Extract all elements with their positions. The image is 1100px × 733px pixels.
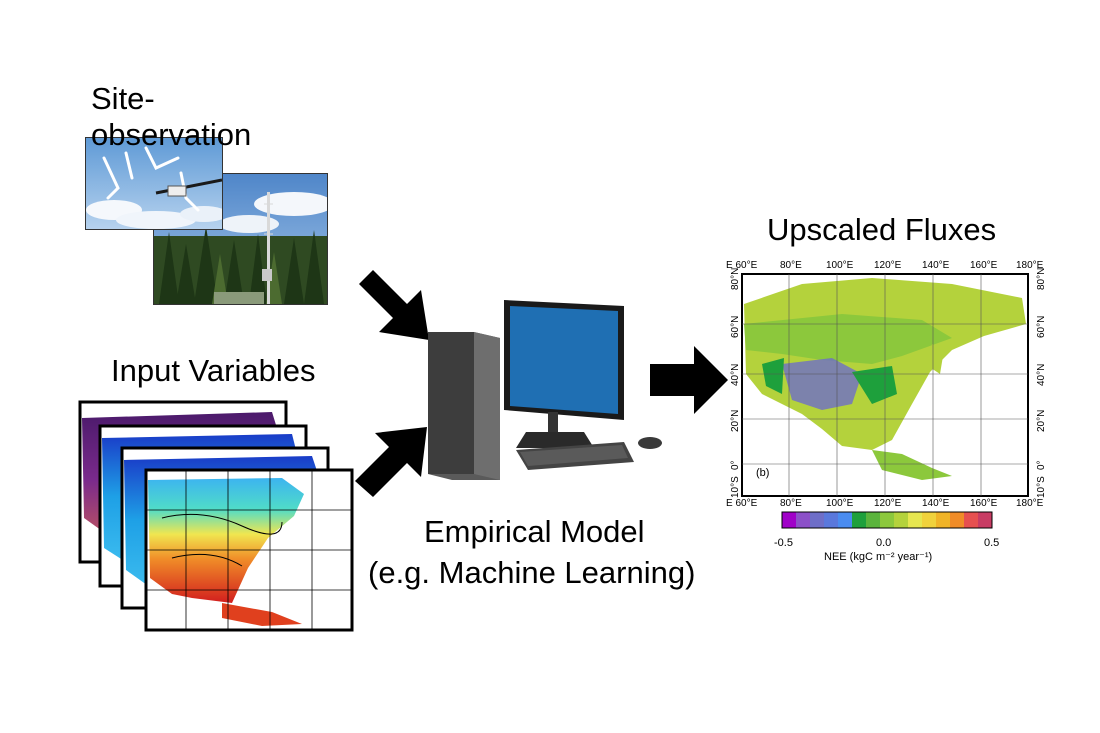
lat-tick: 20°N [1036, 410, 1047, 432]
colorbar-swatch [978, 512, 993, 528]
colorbar-swatch [964, 512, 979, 528]
lon-tick: 180°E [1016, 498, 1044, 509]
upscaled-fluxes-label: Upscaled Fluxes [767, 212, 997, 247]
lon-tick: 80°E [780, 260, 802, 271]
colorbar-swatch [922, 512, 937, 528]
colorbar-swatch [852, 512, 867, 528]
colorbar-swatch [782, 512, 797, 528]
colorbar-border [781, 511, 993, 529]
colorbar-swatch [838, 512, 853, 528]
lon-ticks-bottom: E 60°E 80°E 100°E 120°E 140°E 160°E 180°… [726, 498, 1044, 509]
arrow-site-to-model [355, 270, 429, 340]
lat-tick: 20°N [730, 410, 741, 432]
lat-ticks-right: 80°N 60°N 40°N 20°N 0° 10°S [1036, 268, 1047, 498]
computer-icon [428, 300, 662, 480]
lat-tick: 80°N [1036, 268, 1047, 290]
upscaled-flux-map: (b) E 60°E 80°E 100°E 120°E 140°E 160°E … [726, 260, 1047, 563]
lat-tick: 10°S [1036, 476, 1047, 498]
site-observation-label-line1: Site- [91, 81, 155, 116]
colorbar-mid-label: 0.0 [876, 537, 891, 549]
arrow-model-to-output [650, 346, 728, 414]
lon-tick: E 60°E [726, 498, 758, 509]
lon-tick: E 60°E [726, 260, 758, 271]
lon-tick: 80°E [780, 498, 802, 509]
lat-tick: 60°N [730, 316, 741, 338]
lon-tick: 120°E [874, 260, 902, 271]
colorbar-swatch [824, 512, 839, 528]
lat-tick: 60°N [1036, 316, 1047, 338]
lon-tick: 120°E [874, 498, 902, 509]
colorbar-swatch [936, 512, 951, 528]
colorbar-swatch [880, 512, 895, 528]
colorbar-swatch [810, 512, 825, 528]
colorbar-max-label: 0.5 [984, 537, 999, 549]
lon-tick: 100°E [826, 498, 854, 509]
colorbar-title: NEE (kgC m⁻² year⁻¹) [824, 551, 932, 563]
anemometer-photo [85, 137, 223, 230]
panel-tag: (b) [756, 467, 769, 479]
input-variables-label: Input Variables [111, 353, 316, 388]
lat-tick: 80°N [730, 268, 741, 290]
lat-tick: 0° [1036, 460, 1047, 470]
lat-tick: 40°N [730, 364, 741, 386]
colorbar-swatch [894, 512, 909, 528]
lon-tick: 180°E [1016, 260, 1044, 271]
site-observation-label-line2: observation [91, 117, 252, 152]
lat-tick: 10°S [730, 476, 741, 498]
colorbar-swatch [866, 512, 881, 528]
lon-tick: 140°E [922, 498, 950, 509]
colorbar-swatch [908, 512, 923, 528]
lat-tick: 0° [730, 460, 741, 470]
colorbar-swatch [796, 512, 811, 528]
lat-tick: 40°N [1036, 364, 1047, 386]
colorbar-min-label: -0.5 [774, 537, 793, 549]
lon-ticks-top: E 60°E 80°E 100°E 120°E 140°E 160°E 180°… [726, 260, 1044, 271]
lon-tick: 100°E [826, 260, 854, 271]
colorbar-swatch [950, 512, 965, 528]
model-label-line1: Empirical Model [424, 514, 645, 549]
input-variable-maps-stack [78, 400, 354, 632]
lat-ticks-left: 80°N 60°N 40°N 20°N 0° 10°S [730, 268, 741, 498]
lon-tick: 160°E [970, 260, 998, 271]
arrow-inputs-to-model [355, 427, 427, 497]
colorbar [781, 511, 993, 529]
forest-tower-photo [153, 173, 328, 305]
model-label-line2: (e.g. Machine Learning) [368, 555, 696, 590]
lon-tick: 140°E [922, 260, 950, 271]
lon-tick: 160°E [970, 498, 998, 509]
